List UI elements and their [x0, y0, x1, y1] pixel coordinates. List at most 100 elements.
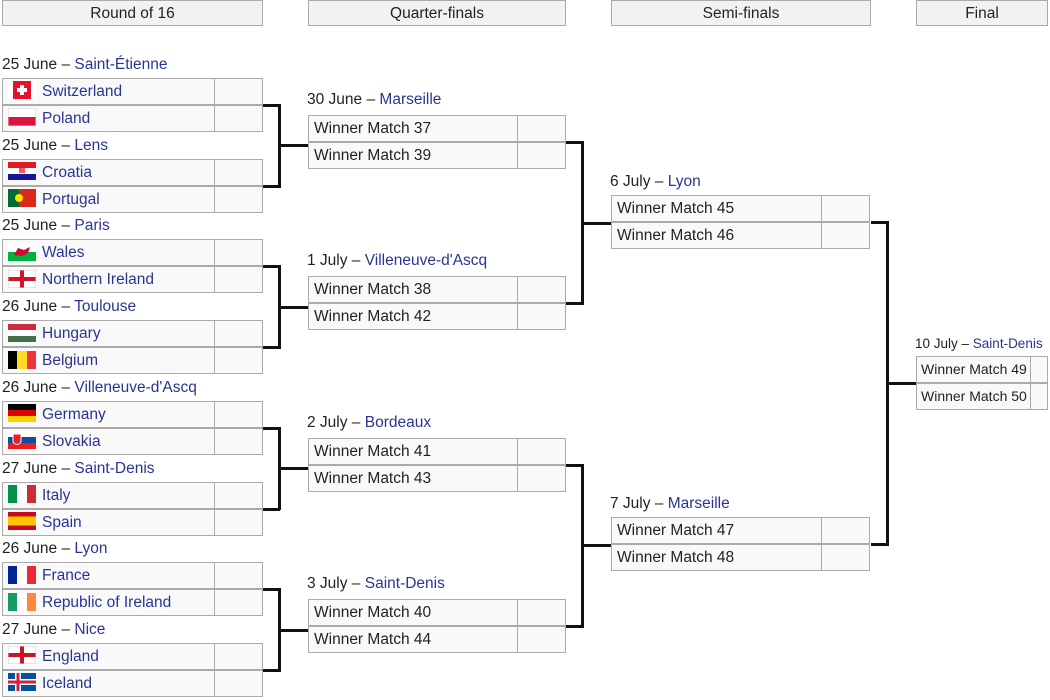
- team-cell[interactable]: Northern Ireland: [2, 266, 215, 294]
- venue-link[interactable]: Saint-Étienne: [74, 56, 168, 73]
- connector-line: [263, 426, 280, 430]
- round-header-2: Semi-finals: [611, 0, 871, 26]
- venue-link[interactable]: Lyon: [74, 540, 108, 558]
- team-cell[interactable]: Hungary: [2, 320, 215, 348]
- sf-match-date: 6 July –: [610, 173, 668, 190]
- team-cell[interactable]: France: [2, 562, 215, 590]
- venue-link[interactable]: Saint-Denis: [972, 336, 1043, 351]
- team-link[interactable]: England: [42, 647, 99, 665]
- r16-match-label: 25 June – Lens: [2, 136, 108, 156]
- venue-link[interactable]: Nice: [74, 620, 106, 638]
- northern-ireland-flag-icon: [7, 269, 37, 289]
- slovakia-flag-icon: [8, 431, 36, 450]
- team-link[interactable]: Portugal: [42, 190, 100, 208]
- team-cell: Winner Match 47: [611, 517, 822, 544]
- connector-line: [278, 467, 308, 471]
- connector-line: [263, 588, 280, 592]
- team-cell[interactable]: Italy: [2, 481, 215, 509]
- r16-match-date: 27 June –: [2, 620, 75, 638]
- score-cell: [214, 105, 263, 132]
- score-cell: [214, 508, 263, 536]
- score-cell: [214, 78, 263, 105]
- team-cell[interactable]: Croatia: [2, 158, 215, 186]
- score-cell: [214, 158, 263, 186]
- venue-link[interactable]: Villeneuve-d'Ascq: [74, 378, 197, 396]
- r16-match-date: 26 June –: [2, 298, 75, 316]
- team-cell: Winner Match 37: [308, 115, 518, 142]
- score-cell: [214, 239, 263, 267]
- team-cell[interactable]: Portugal: [2, 185, 215, 213]
- connector-line: [263, 265, 280, 269]
- score-cell: [214, 481, 263, 509]
- venue-link[interactable]: Lens: [74, 136, 109, 154]
- team-cell[interactable]: Belgium: [2, 347, 215, 375]
- team-link[interactable]: Slovakia: [42, 432, 101, 450]
- team-link[interactable]: Italy: [42, 486, 71, 504]
- score-cell: [517, 598, 566, 626]
- r16-match-date: 26 June –: [2, 378, 75, 396]
- team-link[interactable]: Poland: [42, 110, 91, 127]
- venue-link[interactable]: Villeneuve-d'Ascq: [364, 252, 488, 270]
- connector-line: [263, 507, 280, 511]
- qf-match-label: 30 June – Marseille: [307, 90, 441, 110]
- team-link[interactable]: France: [42, 567, 91, 585]
- belgium-flag-icon: [8, 350, 36, 369]
- croatia-flag-icon: [8, 162, 36, 181]
- ireland-flag-icon: [8, 592, 36, 611]
- r16-match-label: 26 June – Lyon: [2, 539, 107, 559]
- france-flag-icon: [8, 565, 36, 584]
- venue-link[interactable]: Saint-Denis: [364, 574, 445, 592]
- score-cell: [214, 347, 263, 375]
- score-cell: [821, 195, 870, 222]
- team-cell: Winner Match 48: [611, 544, 822, 571]
- england-flag-icon: [7, 645, 37, 665]
- connector-line: [566, 463, 583, 467]
- score-cell: [821, 544, 870, 571]
- team-link[interactable]: Croatia: [42, 163, 92, 181]
- team-cell[interactable]: Spain: [2, 508, 215, 536]
- team-cell[interactable]: Slovakia: [2, 427, 215, 455]
- qf-match-date: 1 July –: [307, 252, 365, 270]
- team-cell[interactable]: Republic of Ireland: [2, 589, 215, 617]
- venue-link[interactable]: Toulouse: [74, 298, 137, 316]
- team-link[interactable]: Germany: [42, 405, 106, 423]
- venue-link[interactable]: Marseille: [667, 495, 730, 512]
- venue-link[interactable]: Bordeaux: [364, 413, 432, 431]
- r16-match-label: 25 June – Saint-Étienne: [2, 55, 167, 75]
- team-link[interactable]: Republic of Ireland: [42, 594, 172, 612]
- team-link[interactable]: Spain: [42, 513, 82, 531]
- team-cell: Winner Match 46: [611, 222, 822, 249]
- connector-line: [263, 184, 280, 188]
- venue-link[interactable]: Saint-Denis: [74, 459, 155, 477]
- team-link[interactable]: Hungary: [42, 325, 101, 343]
- venue-link[interactable]: Marseille: [379, 91, 442, 108]
- connector-line: [278, 628, 308, 632]
- team-link[interactable]: Iceland: [42, 674, 92, 692]
- team-link[interactable]: Switzerland: [42, 83, 123, 100]
- venue-link[interactable]: Lyon: [667, 173, 701, 190]
- team-link[interactable]: Wales: [42, 244, 85, 262]
- germany-flag-icon: [8, 404, 36, 423]
- venue-link[interactable]: Paris: [74, 217, 110, 235]
- team-cell[interactable]: Switzerland: [2, 78, 215, 105]
- score-cell: [1030, 383, 1048, 410]
- team-cell[interactable]: England: [2, 642, 215, 670]
- score-cell: [214, 266, 263, 294]
- qf-match-date: 30 June –: [307, 91, 380, 108]
- team-cell: Winner Match 43: [308, 464, 518, 492]
- r16-match-date: 27 June –: [2, 459, 75, 477]
- score-cell: [214, 185, 263, 213]
- italy-flag-icon: [8, 484, 36, 503]
- score-cell: [214, 427, 263, 455]
- score-cell: [821, 222, 870, 249]
- team-link[interactable]: Northern Ireland: [42, 271, 155, 289]
- team-cell[interactable]: Wales: [2, 239, 215, 267]
- team-cell[interactable]: Iceland: [2, 669, 215, 697]
- team-cell: Winner Match 45: [611, 195, 822, 222]
- team-cell: Winner Match 42: [308, 303, 518, 331]
- connector-line: [581, 544, 611, 548]
- hungary-flag-icon: [8, 323, 36, 342]
- team-cell[interactable]: Poland: [2, 105, 215, 132]
- team-cell[interactable]: Germany: [2, 400, 215, 428]
- team-link[interactable]: Belgium: [42, 352, 98, 370]
